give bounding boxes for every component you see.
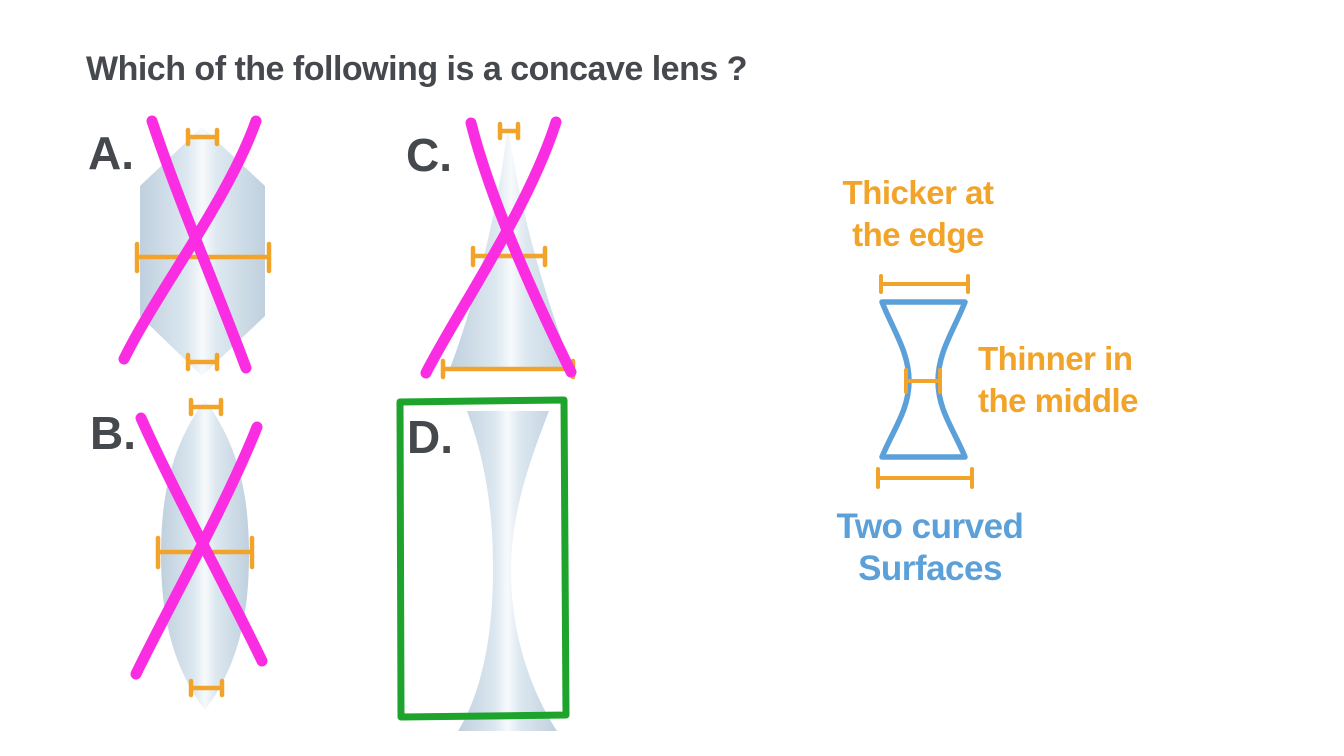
option-c-figure xyxy=(420,116,577,380)
label-line: the edge xyxy=(852,216,984,253)
option-d-label: D. xyxy=(407,411,453,463)
option-b-figure xyxy=(130,397,268,710)
label-line: Thinner in xyxy=(978,340,1133,377)
cross-out-mark-c xyxy=(420,116,577,379)
option-b-label: B. xyxy=(90,407,136,459)
width-marker-top xyxy=(185,127,220,147)
answer-highlight-box xyxy=(396,396,570,721)
option-d-figure xyxy=(396,396,570,731)
width-marker-bottom xyxy=(876,467,974,489)
cross-stroke xyxy=(118,115,262,365)
option-a-figure xyxy=(118,115,272,376)
option-a-label: A. xyxy=(88,127,134,179)
cross-out-mark-a xyxy=(118,115,262,374)
cross-stroke xyxy=(146,115,252,374)
label-line: the middle xyxy=(978,382,1139,419)
option-c-label: C. xyxy=(406,129,452,181)
width-marker-middle xyxy=(470,245,548,268)
width-marker-middle xyxy=(904,368,942,394)
edge-thickness-markers xyxy=(876,274,974,489)
width-marker-bottom xyxy=(188,678,225,698)
cross-stroke xyxy=(465,117,577,378)
label-line: Surfaces xyxy=(858,549,1002,588)
question-title: Which of the following is a concave lens… xyxy=(86,50,747,88)
cross-out-mark-b xyxy=(130,412,268,680)
concave-lens-annotation-figure xyxy=(876,274,974,489)
label-thicker-at-edge: Thicker at the edge xyxy=(818,172,1018,256)
width-marker-bottom xyxy=(185,352,220,372)
label-two-curved-surfaces: Two curved Surfaces xyxy=(820,506,1040,590)
label-line: Two curved xyxy=(836,507,1024,546)
cross-stroke xyxy=(420,116,562,379)
width-marker-top xyxy=(879,274,970,294)
label-thinner-in-middle: Thinner in the middle xyxy=(978,338,1198,422)
width-marker-top xyxy=(188,397,224,417)
label-line: Thicker at xyxy=(842,174,994,211)
cross-stroke xyxy=(130,421,263,680)
concave-lens-shape xyxy=(458,411,557,731)
width-marker-top xyxy=(497,121,521,141)
